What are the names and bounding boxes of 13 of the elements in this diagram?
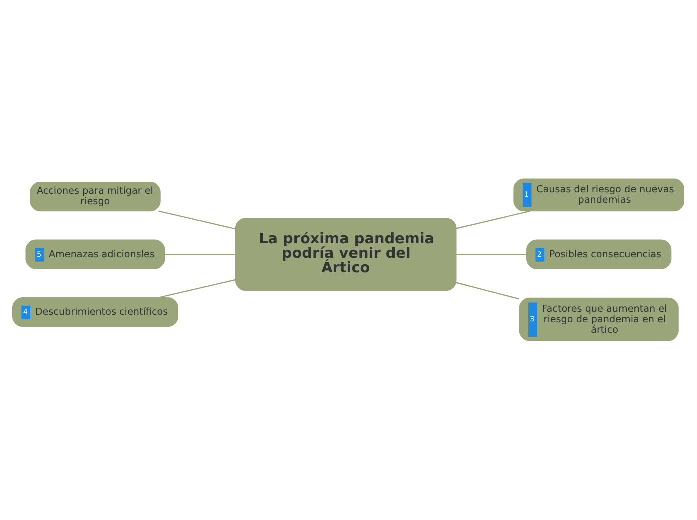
node-box: 3 Factores que aumentan el riesgo de pandemia en el ártico xyxy=(519,298,679,342)
node-box: 1 Causas del riesgo de nuevas pandemias xyxy=(514,178,684,212)
connector xyxy=(158,279,236,298)
connector xyxy=(165,254,236,256)
node-box: La próxima pandemia podría venir del Ártico xyxy=(235,218,457,292)
node-box: 4 Descubrimientos científicos xyxy=(12,298,178,328)
connector xyxy=(456,210,530,230)
connector xyxy=(158,210,236,230)
node-box: 2 Posibles consecuencias xyxy=(526,240,672,270)
node-box: 5 Amenazas adicionsles xyxy=(26,240,166,270)
connector xyxy=(456,282,520,300)
node-box: Acciones para mitigar el riesgo xyxy=(30,182,161,212)
connector xyxy=(456,254,527,256)
